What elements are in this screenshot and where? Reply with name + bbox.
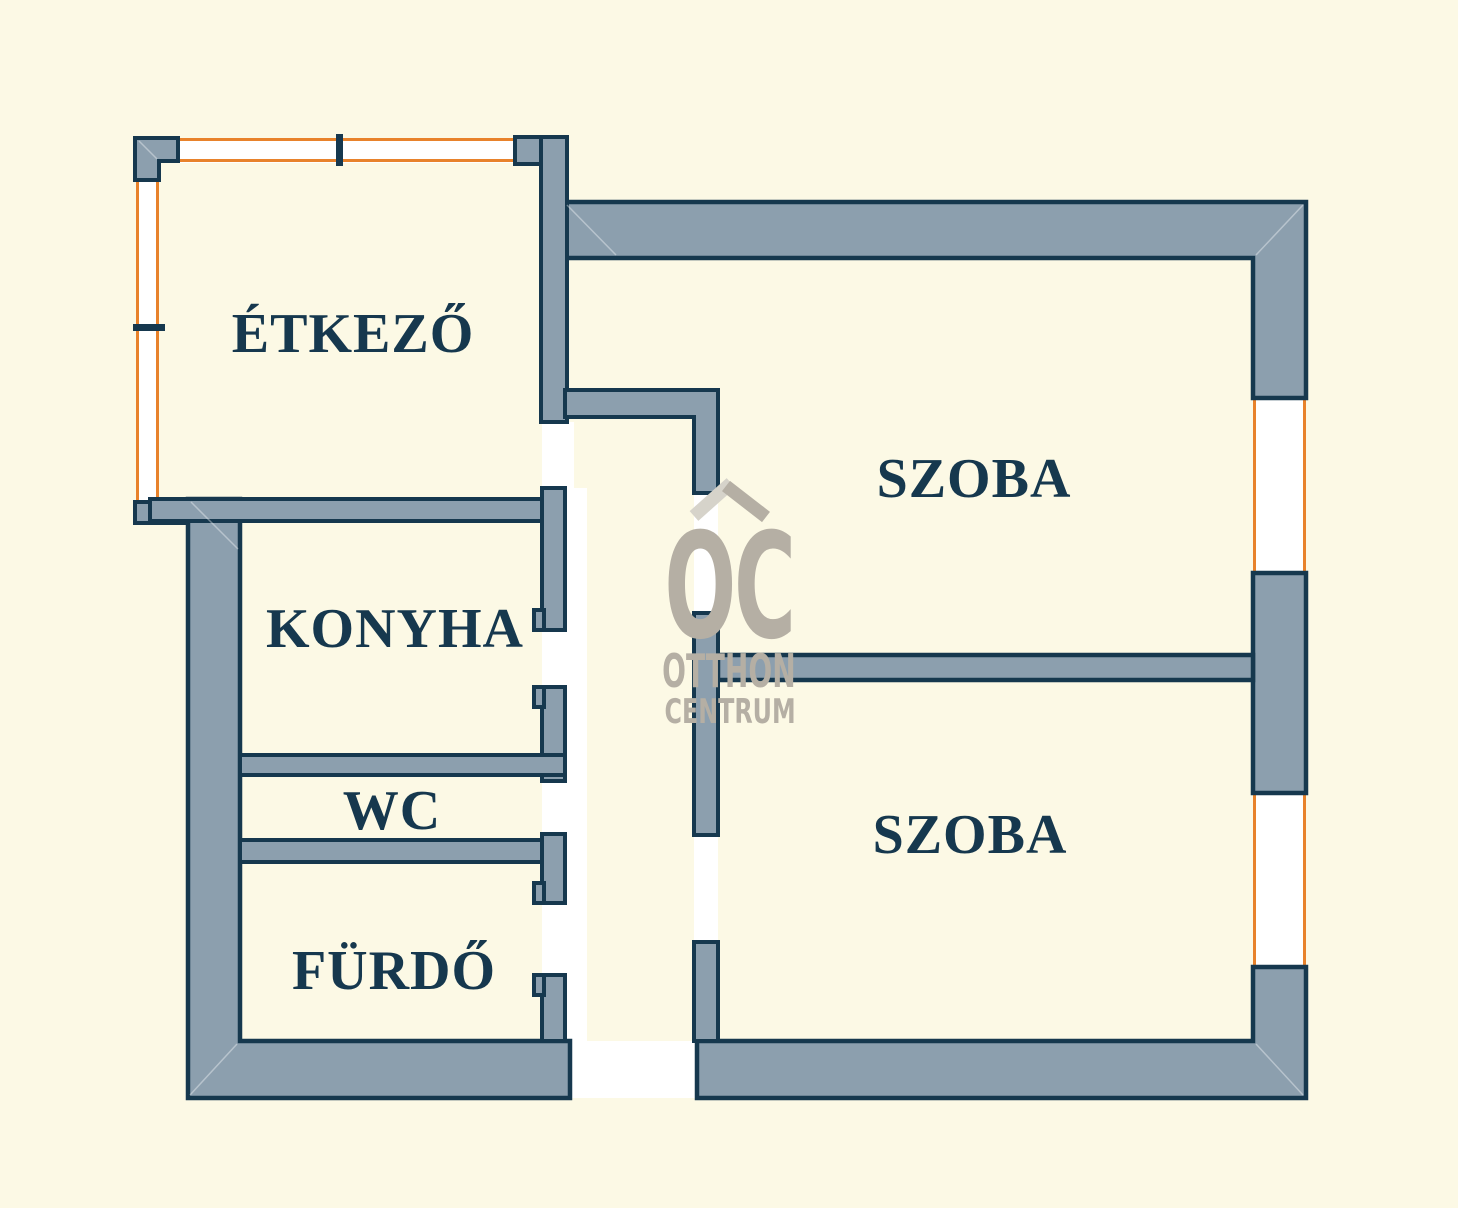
door-jamb-foot (532, 881, 546, 905)
watermark-monogram: OC (664, 502, 793, 672)
door-opening-szoba-also (694, 835, 718, 942)
room-label-etkezo: ÉTKEZŐ (232, 302, 475, 365)
wall-right-lower-and-bottom (694, 964, 1309, 1101)
wall-miter-line (138, 140, 158, 160)
room-label-szoba-also: SZOBA (873, 804, 1068, 866)
room-label-konyha: KONYHA (266, 598, 524, 660)
wall-miter-line (190, 501, 239, 550)
wall-etkezo-bottom (148, 497, 544, 523)
wall-furdo-right-upper (540, 832, 567, 905)
wall-hallway-right-middle (692, 611, 720, 837)
door-opening-furdo (542, 903, 574, 975)
wall-miter-line (1255, 204, 1304, 256)
window-mullion-top (336, 134, 343, 166)
wall-miter-line (1255, 1043, 1304, 1096)
wall-corner-post-top-left (133, 136, 180, 182)
watermark-otthon-centrum-logo: OC OTTHON CENTRUM (662, 478, 796, 731)
watermark-roof-right-icon (722, 480, 770, 523)
wall-konyha-right-upper (540, 486, 567, 632)
wall-cap-top-window-right (513, 135, 543, 166)
door-opening-wc (542, 781, 574, 834)
window-band-top (178, 138, 515, 163)
wall-miter-line (566, 204, 617, 256)
window-band-left (137, 180, 158, 502)
wall-wc-bottom (238, 838, 567, 864)
wall-right-middle (1250, 570, 1309, 796)
wall-konyha-bottom (238, 753, 567, 777)
window-right-upper (1253, 398, 1306, 573)
door-opening-etkezo (542, 422, 574, 488)
door-jamb-foot (532, 973, 546, 997)
window-mullion-left (133, 324, 165, 331)
door-opening-konyha (542, 630, 574, 687)
window-right-lower (1253, 793, 1306, 967)
wall-miter-line (189, 1043, 238, 1096)
wall-furdo-right-lower (540, 973, 567, 1043)
wall-hallway-right-lower (692, 940, 720, 1043)
wall-between-szoba-rooms (715, 652, 1256, 683)
entry-opening (570, 1041, 697, 1098)
room-label-furdo: FÜRDŐ (292, 939, 496, 1002)
room-label-szoba-felso: SZOBA (877, 448, 1072, 510)
door-jamb-foot (532, 685, 546, 709)
wall-etkezo-right (539, 135, 569, 424)
watermark-name-line2: CENTRUM (665, 692, 796, 731)
hallway-strip-opening (566, 488, 587, 1041)
watermark-name-line1: OTTHON (662, 645, 796, 698)
door-jamb-foot (532, 608, 546, 632)
room-label-wc: WC (343, 780, 441, 842)
wall-szoba-felso-entry-nib (563, 388, 720, 495)
